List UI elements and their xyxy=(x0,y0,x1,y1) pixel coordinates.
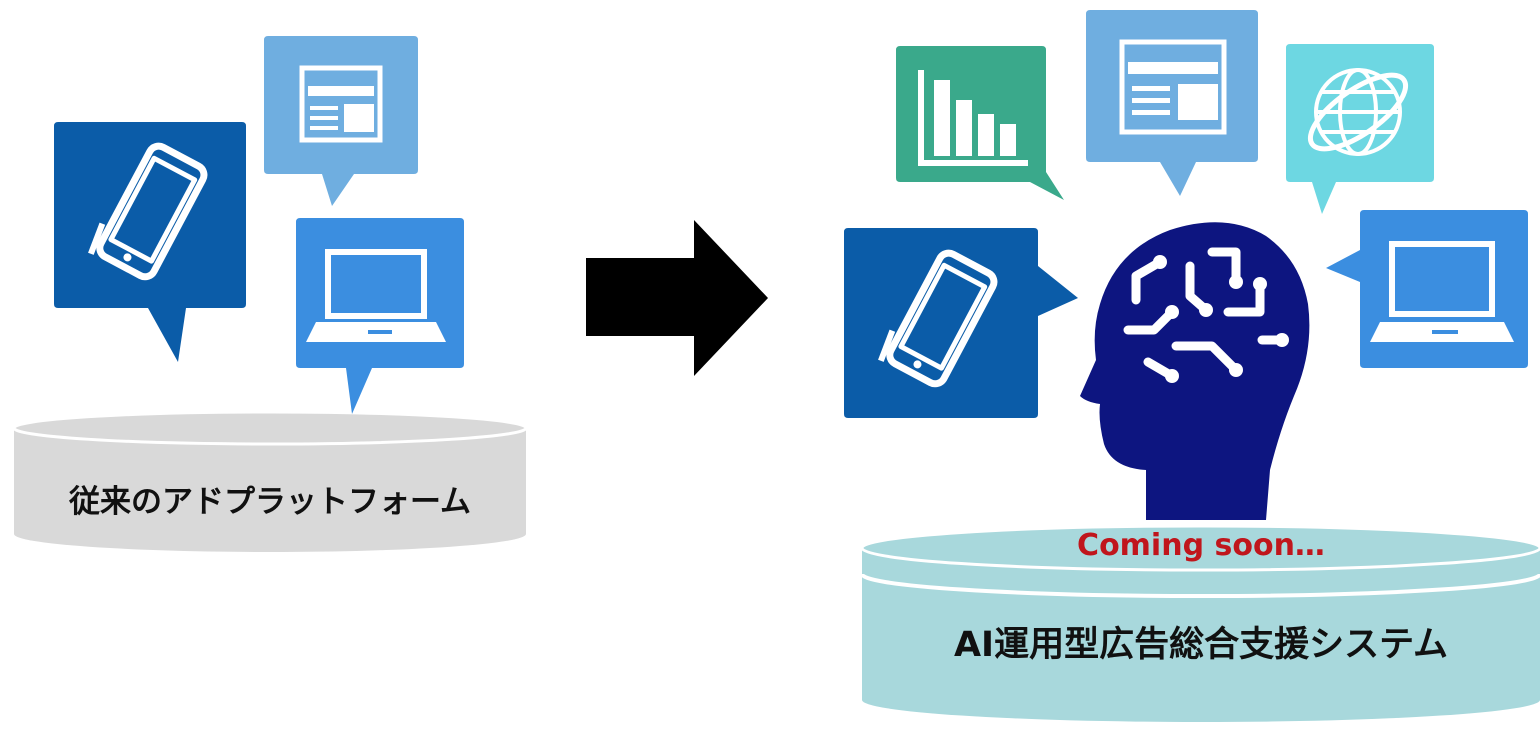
globe-icon xyxy=(1286,44,1434,214)
ai-platform-cylinder xyxy=(860,524,1540,722)
laptop-icon xyxy=(296,218,464,414)
coming-soon-text: Coming soon… xyxy=(1077,528,1325,563)
document-icon xyxy=(264,36,418,206)
smartphone-icon xyxy=(844,228,1078,418)
ai-brain-head-icon xyxy=(1080,222,1310,521)
legacy-platform-cylinder xyxy=(12,410,528,552)
laptop-icon xyxy=(1326,210,1528,368)
smartphone-icon xyxy=(54,122,246,362)
ai-platform-label: AI運用型広告総合支援システム xyxy=(953,625,1449,665)
bar-chart-icon xyxy=(896,46,1064,200)
transition-arrow xyxy=(586,220,768,376)
legacy-platform-label: 従来のアドプラットフォーム xyxy=(68,484,472,520)
document-icon xyxy=(1086,10,1258,196)
